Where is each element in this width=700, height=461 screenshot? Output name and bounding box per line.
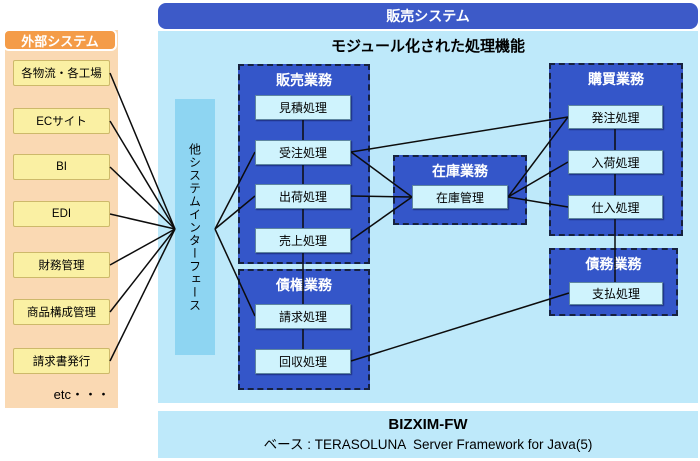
payables-operations-title: 債務業務: [585, 256, 642, 272]
sales-system-title-bar: 販売システム: [158, 3, 698, 29]
framework-base: ベース : TERASOLUNA Server Framework for Ja…: [263, 437, 593, 452]
other-system-interface-label: 他システムインターフェース: [187, 142, 202, 312]
external-item-logistics-factories: 各物流・各工場: [13, 60, 110, 86]
node-goods-receipt-processing: 入荷処理: [568, 150, 663, 174]
node-shipping-processing: 出荷処理: [255, 184, 351, 209]
node-order-processing: 受注処理: [255, 140, 351, 165]
node-purchase-order-processing: 発注処理: [568, 105, 663, 129]
purchasing-operations-title: 購買業務: [588, 71, 644, 87]
receivables-operations-title: 債権業務: [276, 277, 332, 293]
framework-name: BIZXIM-FW: [388, 416, 468, 433]
external-item-edi: EDI: [13, 201, 110, 227]
node-collection-processing: 回収処理: [255, 349, 351, 374]
node-payment-processing: 支払処理: [569, 282, 663, 305]
node-billing-processing: 請求処理: [255, 304, 351, 329]
node-procurement-processing: 仕入処理: [568, 195, 663, 219]
framework-footer: BIZXIM-FW ベース : TERASOLUNA Server Framew…: [158, 411, 698, 458]
external-item-ec-site: ECサイト: [13, 108, 110, 134]
other-system-interface-bar: 他システムインターフェース: [175, 99, 215, 355]
node-sales-processing: 売上処理: [255, 228, 351, 253]
node-quotation-processing: 見積処理: [255, 95, 351, 120]
node-inventory-management: 在庫管理: [412, 185, 508, 209]
external-item-product-structure-management: 商品構成管理: [13, 299, 110, 325]
modularized-functions-title: モジュール化された処理機能: [331, 37, 525, 55]
sales-system-title: 販売システム: [386, 8, 470, 24]
sales-operations-title: 販売業務: [276, 72, 332, 88]
external-systems-title: 外部システム: [21, 33, 99, 49]
external-item-bi: BI: [13, 154, 110, 180]
external-item-invoice-issuing: 請求書発行: [13, 348, 110, 374]
external-item-finance-management: 財務管理: [13, 252, 110, 278]
inventory-operations-title: 在庫業務: [432, 163, 488, 179]
external-systems-header: 外部システム: [3, 29, 117, 51]
external-etc-label: etc・・・: [53, 387, 110, 402]
